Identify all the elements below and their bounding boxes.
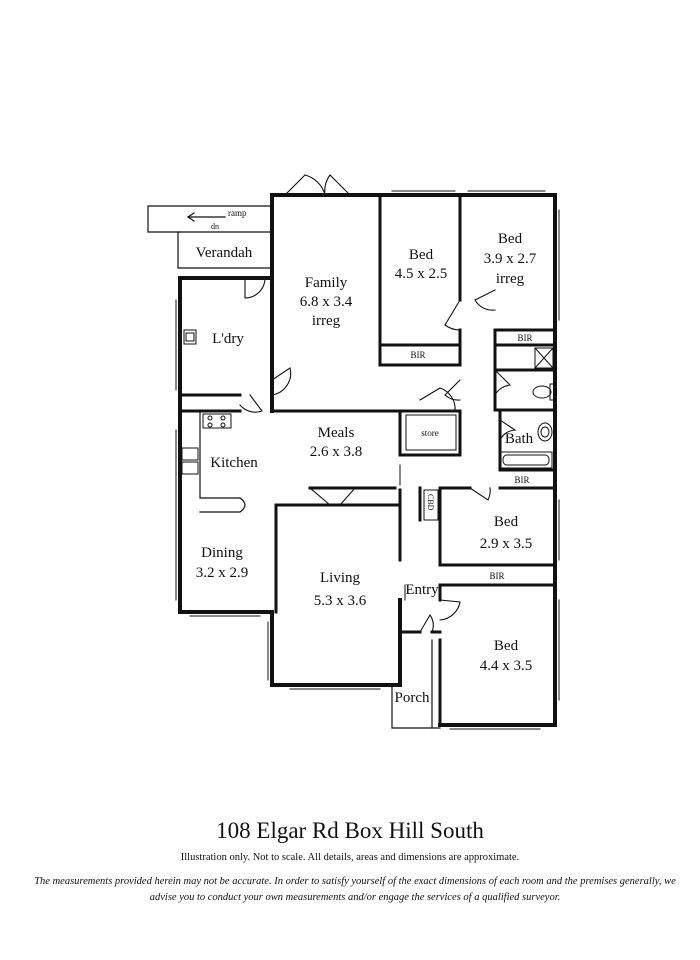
porch-label: Porch	[395, 690, 430, 706]
family-note: irreg	[312, 313, 341, 329]
dining-dims: 3.2 x 2.9	[196, 565, 249, 581]
cbd-label: CBD	[426, 494, 435, 511]
living-dims: 5.3 x 3.6	[314, 593, 367, 609]
bed1-label: Bed	[409, 247, 434, 263]
bed2-dims: 3.9 x 2.7	[484, 251, 537, 267]
living-label: Living	[320, 570, 360, 586]
floor-plan: ramp dn Verandah L'dry Family 6.8 x 3.4 …	[147, 174, 560, 730]
bed2-note: irreg	[496, 271, 525, 287]
bir1-label: BIR	[410, 350, 425, 360]
family-label: Family	[305, 275, 348, 291]
verandah	[177, 231, 271, 269]
doors	[239, 174, 517, 633]
exterior-walls	[178, 193, 557, 727]
bed3-label: Bed	[494, 514, 519, 530]
porch	[391, 639, 441, 729]
bed1-dims: 4.5 x 2.5	[395, 266, 448, 282]
bir3-label: BIR	[514, 475, 529, 485]
property-title: 108 Elgar Rd Box Hill South	[216, 818, 484, 843]
windows	[175, 190, 560, 730]
meals-label: Meals	[318, 425, 355, 441]
dining-label: Dining	[201, 545, 243, 561]
entry-label: Entry	[405, 582, 439, 598]
bir4-label: BIR	[489, 571, 504, 581]
ramp-dn-label: dn	[211, 222, 219, 231]
illustration-note: Illustration only. Not to scale. All det…	[180, 852, 520, 863]
fixtures	[181, 329, 556, 601]
ramp	[147, 205, 271, 233]
family-dims: 6.8 x 3.4	[300, 294, 353, 310]
bed4-label: Bed	[494, 638, 519, 654]
ramp-label: ramp	[228, 208, 247, 218]
bir2-label: BIR	[517, 333, 532, 343]
bed2-label: Bed	[498, 231, 523, 247]
verandah-label: Verandah	[196, 245, 253, 261]
bed3-dims: 2.9 x 3.5	[480, 536, 533, 552]
kitchen-label: Kitchen	[210, 455, 258, 471]
store-label: store	[421, 428, 439, 438]
interior-walls	[178, 193, 557, 727]
meals-dims: 2.6 x 3.8	[310, 444, 363, 460]
bath-label: Bath	[505, 431, 534, 447]
measurement-disclaimer: The measurements provided herein may not…	[34, 876, 676, 903]
bed4-dims: 4.4 x 3.5	[480, 658, 533, 674]
laundry-label: L'dry	[212, 331, 244, 347]
